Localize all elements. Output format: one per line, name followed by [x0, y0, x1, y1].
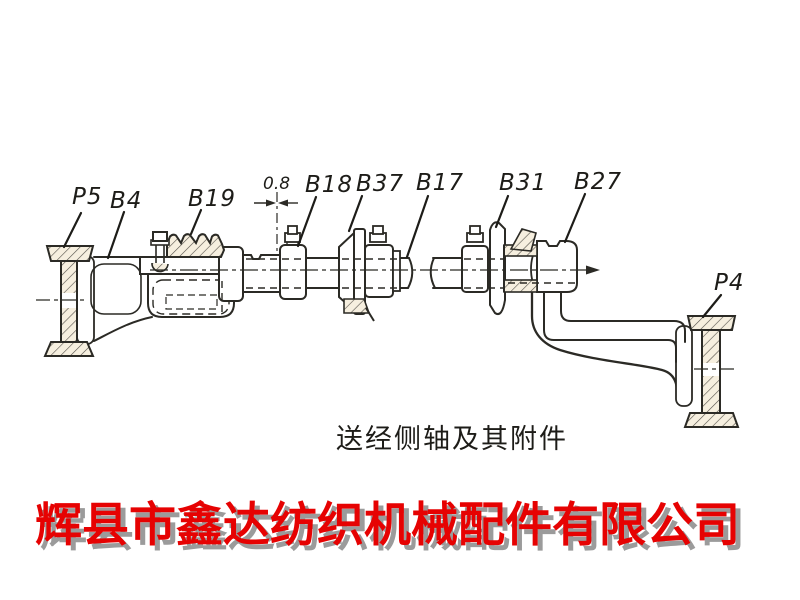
hidden-lines — [221, 258, 575, 313]
part-label-b31: B31 — [499, 170, 548, 196]
part-label-b4: B4 — [110, 188, 143, 214]
leader-b17 — [405, 194, 430, 259]
part-label-p4: P4 — [714, 270, 745, 296]
dimension-label: 0.8 — [263, 174, 291, 194]
part-label-p5: P5 — [72, 184, 103, 210]
right-mounting-bracket — [683, 315, 740, 428]
part-label-b17: B17 — [416, 170, 465, 196]
part-label-b37: B37 — [356, 171, 405, 197]
leader-p4 — [701, 293, 723, 319]
drawing-caption: 送经侧轴及其附件 — [336, 424, 568, 454]
shaft-break — [407, 257, 436, 289]
center-line — [36, 265, 734, 370]
leader-lines — [62, 192, 723, 319]
leader-b4 — [106, 210, 126, 260]
leader-b19 — [189, 208, 203, 236]
gap-dimension — [254, 192, 298, 252]
ratchet-gear — [166, 233, 226, 258]
b37-bevel-gear — [338, 225, 401, 322]
b31-flange-disc — [489, 221, 506, 316]
clamp-bolt — [150, 231, 170, 273]
leader-b27 — [563, 192, 587, 244]
leader-b18 — [296, 195, 318, 248]
b27-bracket-arm — [530, 247, 693, 407]
part-label-b19: B19 — [188, 186, 237, 212]
part-label-b27: B27 — [574, 169, 623, 195]
left-mounting-bracket — [43, 245, 95, 357]
company-name-watermark: 辉县市鑫达纺织机械配件有限公司 — [35, 500, 740, 552]
leader-p5 — [62, 211, 83, 249]
b31-set-collar — [461, 225, 489, 293]
part-label-b18: B18 — [305, 172, 354, 198]
leader-b37 — [347, 194, 364, 233]
shaft — [242, 254, 463, 293]
leader-b31 — [494, 194, 510, 229]
